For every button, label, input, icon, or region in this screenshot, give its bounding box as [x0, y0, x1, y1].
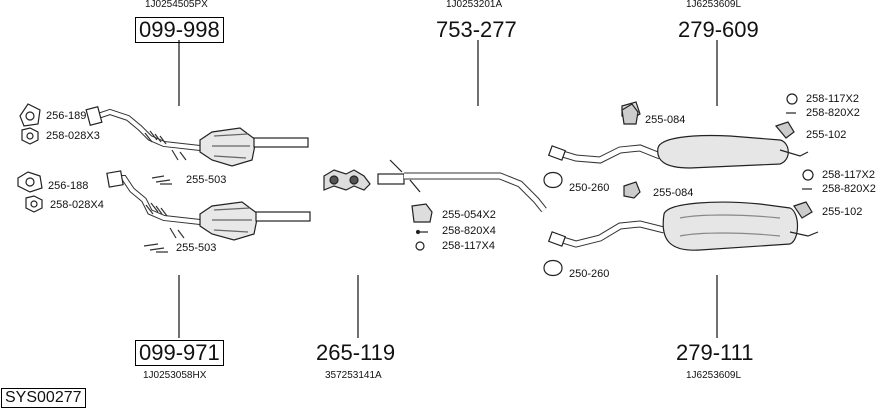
washer-icon-258-117x2-upper: [786, 93, 798, 105]
gasket-icon-250-260-lower: [543, 259, 563, 277]
part-label[interactable]: 255-503: [176, 242, 217, 254]
front-pipe-265-119: [323, 169, 371, 191]
oem-number-099-998: 1J0254505PX: [145, 0, 208, 10]
part-number-279-609[interactable]: 279-609: [678, 17, 759, 42]
part-label[interactable]: 258-117X2: [822, 169, 876, 181]
gasket-icon-250-260-upper: [543, 171, 563, 189]
oem-number-265-119: 357253141A: [325, 370, 382, 381]
rear-silencer-279-111: [547, 201, 819, 251]
diagram-id: SYS00277: [1, 388, 86, 408]
bracket-icon-255-102-lower: [793, 201, 813, 219]
oem-number-099-971: 1J0253058HX: [143, 370, 207, 381]
rubber-mount-icon-255-084-lower: [623, 181, 641, 199]
part-number-279-111[interactable]: 279-111: [676, 340, 754, 365]
clamp-kit-icon-255-503-upper: [151, 175, 172, 185]
catalytic-converter-upper: [85, 105, 309, 167]
part-number-099-971[interactable]: 099-971: [135, 340, 224, 366]
catalytic-converter-lower: [106, 170, 311, 241]
part-label[interactable]: 258-820X4: [442, 225, 496, 237]
rear-silencer-279-609: [547, 101, 809, 169]
clamp-icon-255-054x2: [411, 203, 433, 223]
part-label[interactable]: 258-820X2: [806, 107, 860, 119]
part-label[interactable]: 255-102: [822, 206, 863, 218]
part-label[interactable]: 256-189: [46, 110, 87, 122]
part-label[interactable]: 258-028X4: [50, 199, 104, 211]
part-label[interactable]: 258-117X2: [806, 93, 860, 105]
part-label[interactable]: 250-260: [569, 268, 610, 280]
oem-number-279-609: 1J6253609L: [686, 0, 742, 10]
part-label[interactable]: 255-102: [806, 129, 847, 141]
part-number-265-119[interactable]: 265-119: [316, 340, 396, 365]
washer-icon-258-117x2-lower: [802, 169, 814, 181]
oem-number-753-277: 1J0253201A: [446, 0, 503, 10]
part-label[interactable]: 258-117X4: [442, 240, 496, 252]
washer-icon-258-117x4: [415, 241, 425, 251]
part-label[interactable]: 255-084: [653, 187, 694, 199]
part-label[interactable]: 255-084: [645, 114, 686, 126]
part-label[interactable]: 255-054X2: [442, 209, 496, 221]
part-label[interactable]: 255-503: [186, 174, 227, 186]
part-label[interactable]: 250-260: [569, 182, 610, 194]
part-label[interactable]: 256-188: [48, 180, 89, 192]
center-pipe-753-277: [377, 159, 547, 213]
bracket-icon-255-102-upper: [774, 121, 795, 139]
rubber-mount-icon-255-084-upper: [621, 103, 639, 125]
part-label[interactable]: 258-820X2: [822, 183, 876, 195]
part-number-753-277[interactable]: 753-277: [436, 17, 517, 42]
oem-number-279-111: 1J6253609L: [686, 370, 742, 381]
clamp-kit-icon-255-503-lower: [143, 243, 168, 253]
part-number-099-998[interactable]: 099-998: [135, 17, 224, 43]
part-label[interactable]: 258-028X3: [46, 130, 100, 142]
